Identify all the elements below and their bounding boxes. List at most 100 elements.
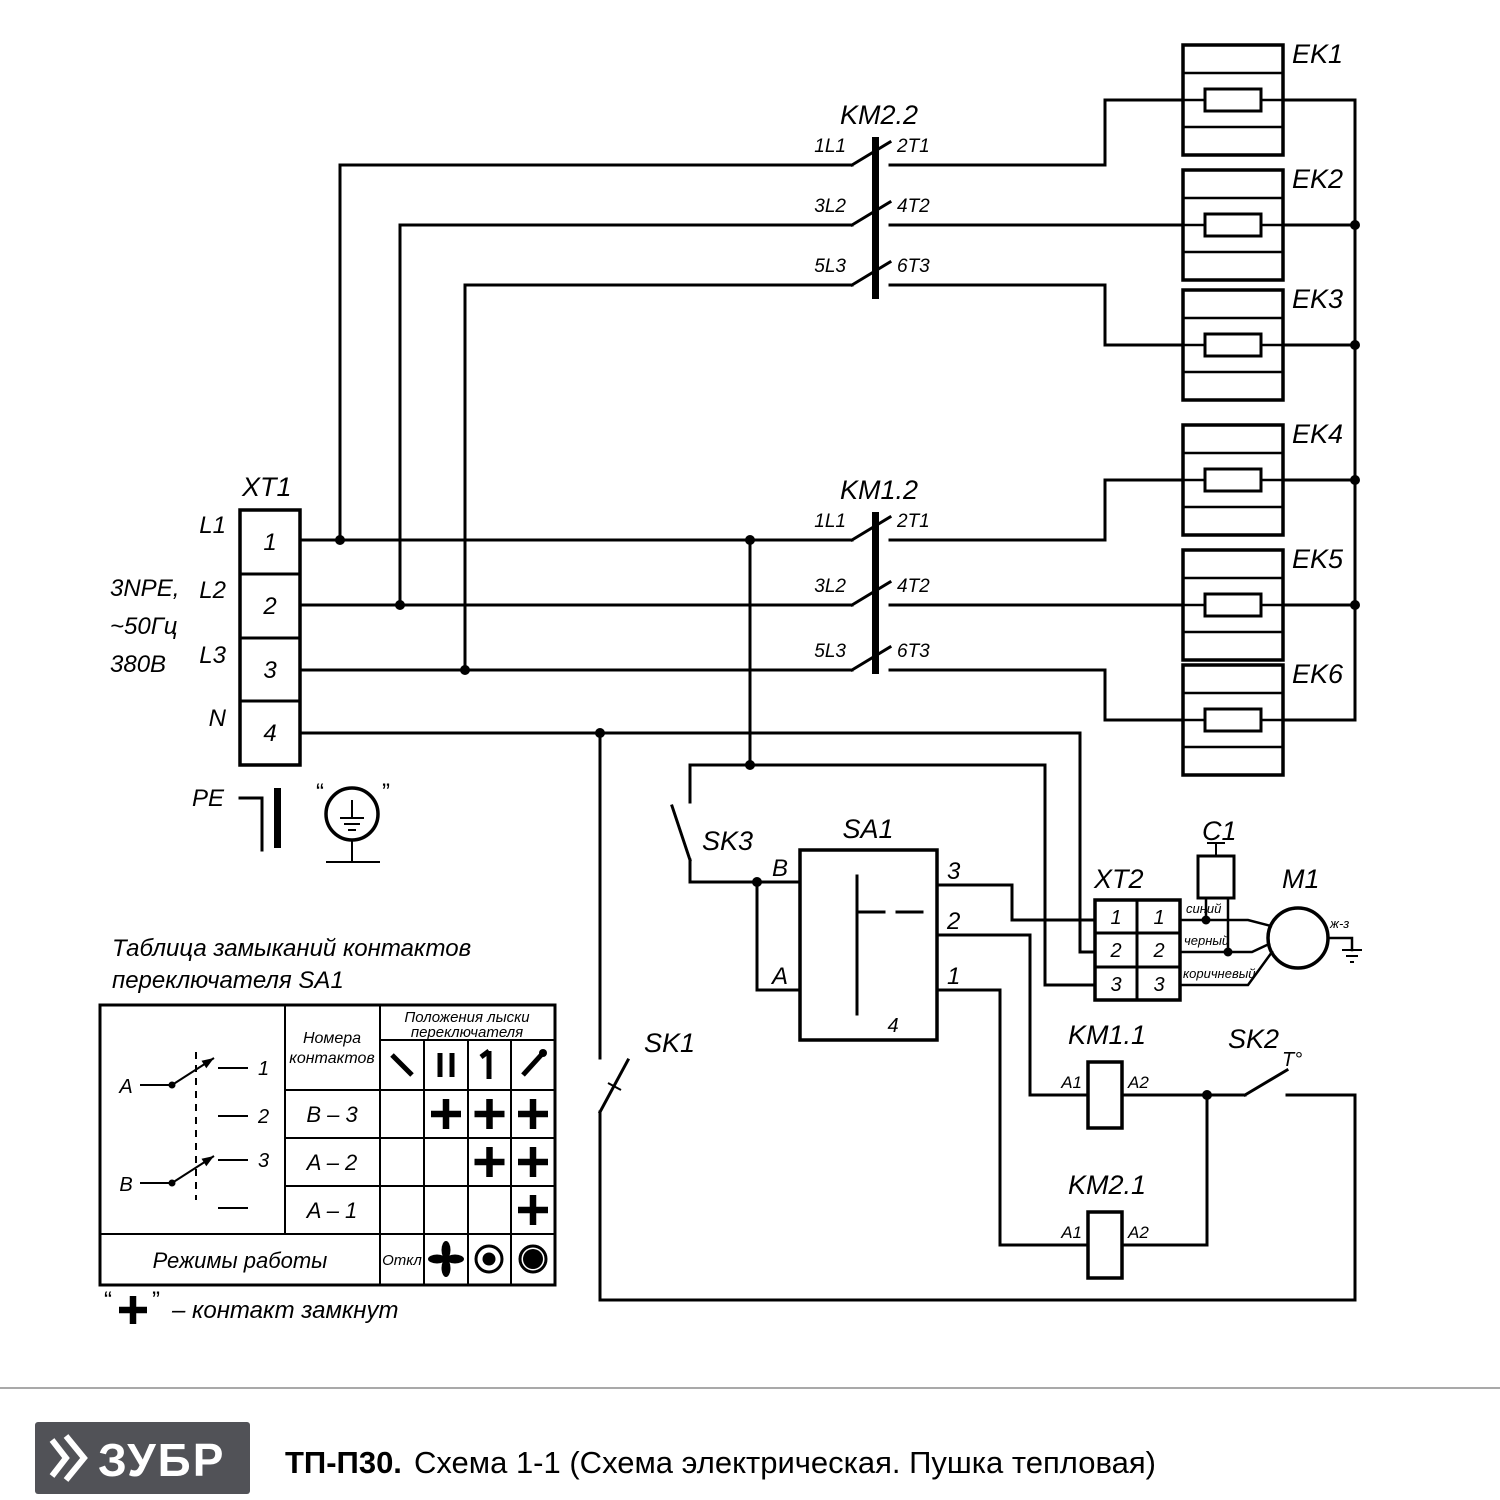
km12-blade-3 xyxy=(849,644,893,673)
switch-sk3: SK3 xyxy=(670,804,753,862)
km12-pin-2t1: 2T1 xyxy=(896,511,930,532)
heater-label: EK6 xyxy=(1292,659,1344,689)
sa1-pin-1: 1 xyxy=(947,963,960,990)
km22-pin-3l2: 3L2 xyxy=(814,196,846,217)
m1-label: M1 xyxy=(1282,864,1320,894)
table-row-label-b3: B – 3 xyxy=(306,1102,358,1127)
km12-pin-6t3: 6T3 xyxy=(897,641,930,662)
km21-pin-a1: A1 xyxy=(1060,1223,1082,1242)
heater-label: EK4 xyxy=(1292,419,1343,449)
legend-open-quote: “ xyxy=(104,1287,112,1314)
table-switch-diagram: A B 1 2 3 xyxy=(118,1052,269,1209)
phase-label-n: N xyxy=(209,705,227,732)
diagram-terminal-2: 2 xyxy=(257,1106,269,1128)
switch-sk1: SK1 xyxy=(597,1028,695,1115)
km12-link-bar xyxy=(872,512,879,674)
wire-sa1-pin2-km11 xyxy=(935,933,1090,1097)
xt1-terminal-1: 1 xyxy=(263,529,276,556)
xt2-cell-r3: 3 xyxy=(1153,974,1164,996)
heater-label: EK3 xyxy=(1292,284,1343,314)
knob-pos-off-icon xyxy=(390,1053,414,1077)
wire-km12-ek6 xyxy=(888,668,1185,722)
heater-feed-wires xyxy=(888,98,1357,722)
wire-sa1-pole-a xyxy=(755,880,802,992)
pe-quote-open: “ xyxy=(316,779,324,806)
km12-pin-3l2: 3L2 xyxy=(814,576,846,597)
contact-closed-mark xyxy=(431,1099,461,1129)
sk3-blade xyxy=(670,804,692,862)
legend-close-quote: ” xyxy=(152,1287,160,1314)
legend: “ ” – контакт замкнут xyxy=(104,1287,398,1324)
wire-sa1-pin3-xt2 xyxy=(935,883,1097,922)
sa1-pin-2: 2 xyxy=(946,908,960,935)
table-col-numbers-1: Номера xyxy=(303,1030,361,1047)
km22-link-bar xyxy=(872,137,879,299)
heater-label: EK5 xyxy=(1292,544,1344,574)
km22-blade-3 xyxy=(849,259,893,288)
diagram-terminal-1: 1 xyxy=(258,1058,269,1080)
km11-pin-a2: A2 xyxy=(1127,1073,1149,1092)
wire-km22-ek3 xyxy=(888,283,1185,347)
pe-quote-close: ” xyxy=(382,779,390,806)
capacitor-c1: C1 xyxy=(1196,816,1237,900)
table-col-positions-1: Положения лыски xyxy=(404,1009,530,1026)
km21-label: KM2.1 xyxy=(1068,1170,1146,1200)
pe-label: PE xyxy=(192,785,225,812)
diagram-terminal-3: 3 xyxy=(258,1150,269,1172)
xt2-cell-l1: 1 xyxy=(1110,907,1121,929)
heater-element: EK3 xyxy=(1181,284,1343,402)
table-modes-label: Режимы работы xyxy=(153,1248,328,1273)
km21-pin-a2: A2 xyxy=(1127,1223,1149,1242)
contact-closed-mark xyxy=(518,1099,548,1129)
switch-sk2-thermal: SK2 T° xyxy=(1228,1024,1302,1098)
motor-ground-icon xyxy=(1342,949,1362,963)
sk2-temp-label: T° xyxy=(1282,1049,1302,1071)
wire-motor-blue xyxy=(1178,918,1273,928)
phase-label-l3: L3 xyxy=(199,642,226,669)
wire-km22-ek1 xyxy=(888,98,1185,167)
xt2-cell-l3: 3 xyxy=(1110,974,1121,996)
wire-l3-branch-km22 xyxy=(463,283,854,672)
km22-pin-1l1: 1L1 xyxy=(814,136,846,157)
legend-plus-icon xyxy=(119,1296,147,1324)
contactor-km12: KM1.2 1L1 2T1 3L2 4T2 5L3 6T3 xyxy=(814,475,930,674)
knob-pos-2-icon xyxy=(479,1049,492,1079)
contactor-km22: KM2.2 1L1 2T1 3L2 4T2 5L3 6T3 xyxy=(814,100,930,299)
xt2-cell-r1: 1 xyxy=(1153,907,1164,929)
contact-closed-mark xyxy=(518,1147,548,1177)
zubr-logo-plate xyxy=(35,1422,250,1494)
diagram-pole-a-label: A xyxy=(118,1076,132,1098)
wire-to-xt2-row3 xyxy=(748,763,1097,987)
pe-busbar xyxy=(274,788,281,848)
sa1-pin-b: B xyxy=(772,855,788,882)
wire-motor-black xyxy=(1178,942,1271,954)
xt1-terminal-4: 4 xyxy=(263,720,276,747)
table-off-label: Откл xyxy=(382,1252,422,1269)
wire-n xyxy=(298,731,1097,954)
blade-a-arrow xyxy=(201,1058,214,1069)
xt2-cell-r2: 2 xyxy=(1152,940,1164,962)
zubr-logo-text: ЗУБР xyxy=(98,1434,225,1486)
legend-text: – контакт замкнут xyxy=(171,1297,398,1324)
motor-circle xyxy=(1266,906,1330,970)
junction-dots xyxy=(335,220,1360,1100)
table-title-line1: Таблица замыканий контактов xyxy=(112,935,471,962)
table-title-line2: переключателя SA1 xyxy=(112,967,344,994)
sk1-actuator-tick xyxy=(607,1082,622,1091)
km12-pin-4t2: 4T2 xyxy=(897,576,930,597)
km22-pin-4t2: 4T2 xyxy=(897,196,930,217)
footer-title-bold: ТП-П30. xyxy=(285,1445,402,1480)
supply-line-1: 3NPE, xyxy=(110,575,179,602)
mode-fan-icon xyxy=(428,1241,464,1277)
motor-pe-wire-label: ж-з xyxy=(1329,916,1349,931)
km22-pin-6t3: 6T3 xyxy=(897,256,930,277)
terminal-block-xt1: XT1 1 2 3 4 L1 L2 L3 N 3NPE, ~50Гц 380В xyxy=(110,472,302,767)
wire-color-black: черный xyxy=(1184,933,1229,948)
table-row-label-a1: A – 1 xyxy=(305,1198,358,1223)
xt2-cell-l2: 2 xyxy=(1109,940,1121,962)
km22-blade-1 xyxy=(849,139,893,168)
table-row-label-a2: A – 2 xyxy=(305,1150,358,1175)
blade-b-arrow xyxy=(201,1156,214,1167)
earth-symbol-icon xyxy=(340,800,364,831)
contact-closed-mark xyxy=(474,1147,505,1177)
